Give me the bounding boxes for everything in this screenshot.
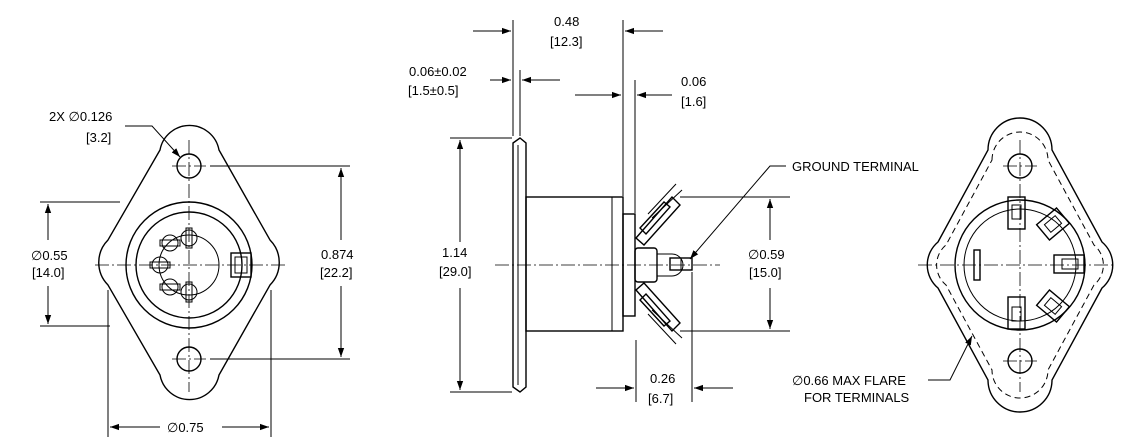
side-view: 0.48 [12.3] 0.06±0.02 [1.5±0.5] 0.06 [1.… — [408, 14, 919, 406]
rear-flare-outline — [936, 131, 1104, 399]
rear-view: ∅0.66 MAX FLARE FOR TERMINALS — [792, 117, 1115, 413]
side-terminal-length-mm: [6.7] — [648, 391, 673, 406]
front-flange-width: ∅0.75 — [167, 420, 204, 435]
rear-flange-outline — [926, 117, 1114, 413]
side-upper-terminals — [635, 183, 683, 246]
side-rear-step: 0.06 — [681, 74, 706, 89]
side-flange-thickness: 0.06±0.02 — [409, 64, 467, 79]
side-terminal-length: 0.26 — [650, 371, 675, 386]
rear-flare-line1: ∅0.66 MAX FLARE — [792, 373, 906, 388]
side-flange-thickness-mm: [1.5±0.5] — [408, 83, 459, 98]
front-hole-spacing-mm: [22.2] — [320, 265, 353, 280]
side-overall-depth-mm: [12.3] — [550, 34, 583, 49]
front-holes-label: 2X ∅0.126 — [49, 109, 112, 124]
side-overall-depth: 0.48 — [554, 14, 579, 29]
front-flange-outline — [98, 124, 280, 401]
front-view: 2X ∅0.126 [3.2] ∅0.55 [14.0] 0.874 [22.2… — [31, 109, 354, 437]
front-holes-label-mm: [3.2] — [86, 130, 111, 145]
rear-terminals — [1007, 196, 1085, 330]
ground-terminal-label: GROUND TERMINAL — [792, 159, 919, 174]
side-terminal-dia-mm: [15.0] — [749, 265, 782, 280]
side-flange — [512, 137, 527, 393]
side-height: 1.14 — [442, 245, 467, 260]
front-body-dia: ∅0.55 — [31, 248, 68, 263]
rear-flare-line2: FOR TERMINALS — [804, 390, 910, 405]
side-rear-step-mm: [1.6] — [681, 94, 706, 109]
side-height-mm: [29.0] — [439, 264, 472, 279]
side-body — [525, 196, 624, 332]
front-hole-spacing: 0.874 — [321, 247, 354, 262]
side-lower-terminals — [635, 282, 683, 345]
side-terminal-dia: ∅0.59 — [748, 247, 785, 262]
front-body-dia-mm: [14.0] — [32, 265, 65, 280]
